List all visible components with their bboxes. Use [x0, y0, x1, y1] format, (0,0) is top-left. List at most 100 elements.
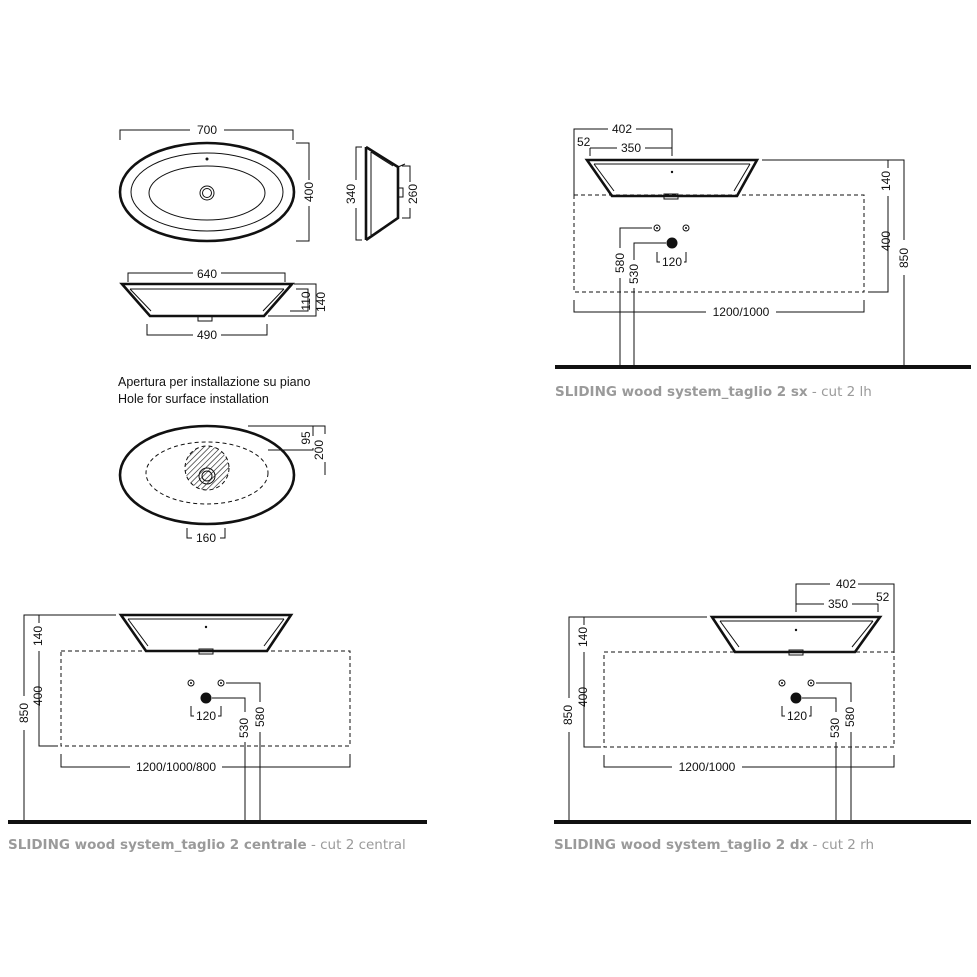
hole-view: 95 200 160: [118, 424, 326, 545]
panel-cut-2-central: 850 140 400 530 580 120 1200/1000/800 SL…: [8, 613, 427, 853]
sx-dim-line-140: [762, 159, 889, 293]
dx-dim-400: 400: [576, 687, 590, 707]
dx-cabinet: [603, 651, 895, 748]
dim-line-340: [355, 146, 362, 241]
dx-tap-left: [778, 679, 786, 687]
dx-tap-right-dot: [810, 682, 812, 684]
basin-side-view: 340 260: [344, 145, 420, 242]
central-dim-530: 530: [237, 718, 251, 738]
central-dim-line-width: [60, 754, 351, 768]
central-caption: SLIDING wood system_taglio 2 centrale - …: [8, 837, 406, 853]
dim-700: 700: [197, 123, 217, 137]
sx-dim-line-580: [619, 227, 652, 366]
drain-inner: [202, 188, 212, 198]
installation-note-it: Apertura per installazione su piano: [118, 375, 311, 389]
dx-dim-52: 52: [876, 590, 890, 604]
installation-note-en: Hole for surface installation: [118, 392, 269, 406]
dim-line-200: [292, 425, 326, 475]
dx-dim-580: 580: [843, 707, 857, 727]
dx-dim-line-width: [603, 755, 895, 768]
dim-line-160: [186, 528, 226, 539]
sx-overflow: [670, 170, 674, 174]
sx-tap-left-dot: [656, 227, 658, 229]
sx-caption: SLIDING wood system_taglio 2 sx - cut 2 …: [555, 384, 872, 400]
sx-dim-line-850: [762, 159, 905, 366]
front-drain: [197, 315, 213, 322]
sx-dim-line-402: [573, 128, 673, 195]
dx-dim-line-580: [816, 682, 852, 822]
hole-cut-outline: [145, 441, 269, 505]
basin-bowl: [148, 165, 266, 221]
central-dim-line-120: [190, 706, 222, 717]
dx-dim-120: 120: [787, 709, 807, 723]
dim-line-140: [268, 283, 317, 317]
dim-400: 400: [302, 182, 316, 202]
basin-outer-rim: [118, 141, 296, 243]
central-overflow: [204, 625, 208, 629]
dx-dim-line-350: [796, 603, 879, 612]
central-cabinet: [60, 650, 351, 747]
sx-drain: [663, 193, 679, 200]
dx-caption: SLIDING wood system_taglio 2 dx - cut 2 …: [554, 837, 874, 853]
central-basin-profile: [118, 613, 294, 653]
sx-dim-line-530: [633, 242, 666, 366]
side-inner: [370, 151, 394, 235]
dx-drain-pipe: [790, 692, 802, 704]
dim-160: 160: [196, 531, 216, 545]
sx-cabinet: [573, 194, 865, 293]
sx-basin-profile: [584, 158, 760, 198]
central-dim-line-530: [212, 697, 246, 822]
central-caption-rest: - cut 2 central: [307, 837, 406, 853]
dx-caption-rest: - cut 2 rh: [808, 837, 874, 853]
sx-dim-140: 140: [879, 171, 893, 191]
central-basin-inner: [127, 618, 285, 647]
dim-200: 200: [312, 440, 326, 460]
dim-640: 640: [197, 267, 217, 281]
central-drain: [198, 648, 214, 655]
dx-dim-width: 1200/1000: [679, 760, 736, 774]
sx-dim-width: 1200/1000: [713, 305, 770, 319]
side-rim-lip: [397, 163, 406, 168]
front-profile: [119, 282, 295, 318]
sx-dim-line-width: [573, 300, 865, 313]
central-caption-bold: SLIDING wood system_taglio 2 centrale: [8, 837, 307, 853]
sx-caption-bold: SLIDING wood system_taglio 2 sx: [555, 384, 808, 400]
dx-dim-line-120: [781, 706, 812, 717]
sx-dim-402: 402: [612, 122, 632, 136]
dx-dim-140: 140: [576, 627, 590, 647]
sx-dim-580: 580: [613, 253, 627, 273]
panel-cut-2-lh: 402 52 350 140 400 850 580 530 120 1200/…: [555, 122, 971, 400]
sx-dim-350: 350: [621, 141, 641, 155]
dx-dim-530: 530: [828, 718, 842, 738]
dim-line-640: [127, 272, 286, 282]
central-drain-pipe: [200, 692, 212, 704]
sx-dim-120: 120: [662, 255, 682, 269]
sx-caption-rest: - cut 2 lh: [808, 384, 872, 400]
dx-tap-left-dot: [781, 682, 783, 684]
central-dim-line-580: [226, 682, 261, 822]
dx-dim-402: 402: [836, 577, 856, 591]
dim-490: 490: [197, 328, 217, 342]
sx-dim-850: 850: [897, 248, 911, 268]
central-tap-right-dot: [220, 682, 222, 684]
sx-dim-line-120: [656, 252, 687, 263]
sx-dim-400: 400: [879, 231, 893, 251]
overflow-hole: [205, 157, 209, 161]
central-dim-width: 1200/1000/800: [136, 760, 216, 774]
hole-drain-inner: [201, 470, 213, 482]
dx-dim-line-530: [802, 697, 837, 822]
sx-dim-52: 52: [577, 135, 591, 149]
central-dim-580: 580: [253, 707, 267, 727]
dim-140: 140: [314, 292, 328, 312]
central-tap-left: [187, 679, 195, 687]
dim-line-260: [402, 165, 411, 219]
dx-dim-line-402: [795, 583, 895, 652]
basin-top-view: 700 400: [118, 123, 316, 243]
hole-circle: [184, 445, 230, 491]
basin-front-view: 640 490 110 140: [119, 267, 328, 342]
sx-tap-right-dot: [685, 227, 687, 229]
hole-view-outline: [118, 424, 296, 526]
sx-dim-530: 530: [627, 264, 641, 284]
